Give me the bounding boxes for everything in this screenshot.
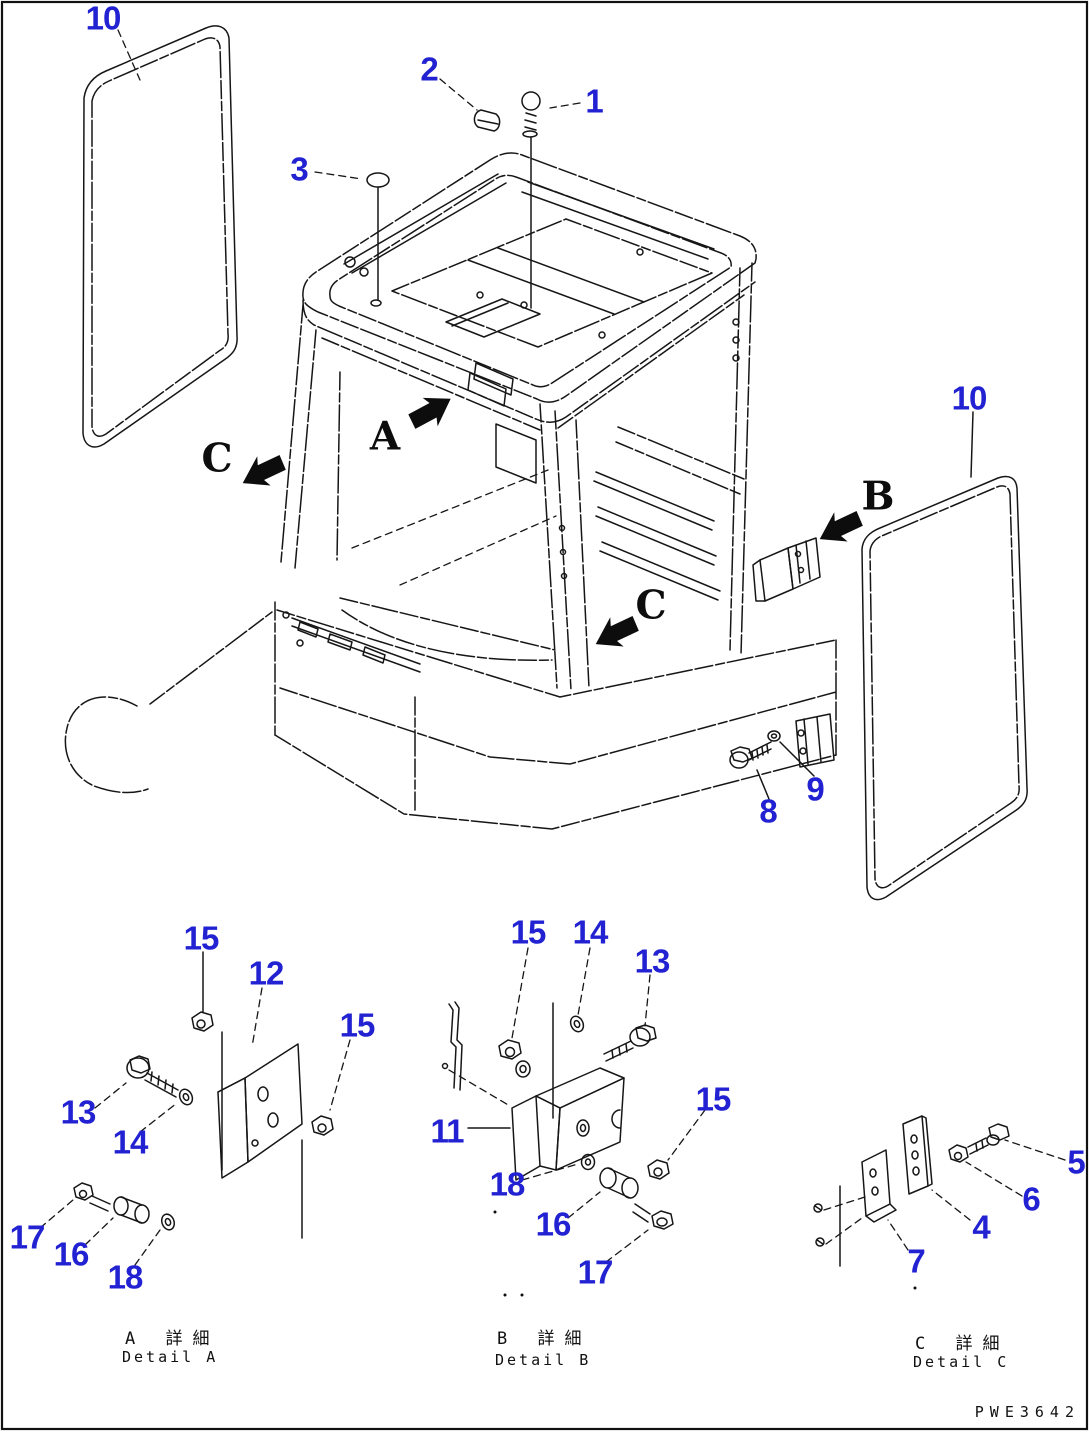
callout-a-15-top: 15 bbox=[183, 919, 220, 957]
callout-b-15-right: 15 bbox=[695, 1080, 732, 1118]
callout-a-14: 14 bbox=[112, 1123, 149, 1161]
callout-b-13: 13 bbox=[634, 942, 671, 980]
callout-c-7: 7 bbox=[907, 1242, 925, 1280]
callout-a-15-right: 15 bbox=[339, 1006, 376, 1044]
door-hinge bbox=[752, 537, 821, 602]
callout-b-11: 11 bbox=[430, 1112, 465, 1150]
view-direction-arrows bbox=[242, 397, 863, 647]
callout-a-13: 13 bbox=[60, 1093, 97, 1131]
callout-c-5: 5 bbox=[1067, 1143, 1085, 1181]
detail-a-drawing bbox=[39, 951, 351, 1266]
callout-b-15-top: 15 bbox=[510, 913, 547, 951]
roof-fasteners bbox=[366, 91, 541, 309]
latch-and-fasteners bbox=[729, 713, 835, 800]
cab-base-skirt bbox=[64, 601, 837, 830]
main-leader-lines bbox=[117, 29, 974, 478]
cab-body bbox=[280, 262, 753, 691]
drawing-number: PWE3642 bbox=[974, 1403, 1080, 1421]
callout-a-16: 16 bbox=[53, 1235, 90, 1273]
detail-c-caption-en: Detail C bbox=[913, 1353, 1010, 1371]
detail-b-caption-jp: B 詳細 bbox=[497, 1329, 592, 1349]
detail-a-caption-jp: A 詳細 bbox=[125, 1329, 220, 1349]
callout-main-10-left: 10 bbox=[85, 0, 122, 37]
callout-a-12: 12 bbox=[248, 954, 285, 992]
view-letter-a: A bbox=[369, 413, 401, 460]
left-window-glass bbox=[82, 25, 238, 448]
callout-b-17: 17 bbox=[577, 1253, 614, 1291]
detail-b-caption-en: Detail B bbox=[495, 1351, 592, 1369]
callout-a-18: 18 bbox=[107, 1258, 144, 1296]
detail-a-caption-en: Detail A bbox=[122, 1348, 219, 1366]
detail-c-drawing bbox=[813, 1115, 1066, 1290]
view-letter-b: B bbox=[861, 473, 895, 520]
callout-main-8: 8 bbox=[759, 792, 777, 830]
callout-c-4: 4 bbox=[972, 1208, 990, 1246]
cab-roof-frame bbox=[302, 152, 757, 431]
callout-main-9: 9 bbox=[806, 770, 824, 808]
callout-main-2: 2 bbox=[420, 50, 438, 88]
callout-main-10-right: 10 bbox=[951, 379, 988, 417]
callout-b-16: 16 bbox=[535, 1205, 572, 1243]
callout-main-1: 1 bbox=[585, 82, 603, 120]
right-window-glass bbox=[861, 475, 1028, 901]
view-letter-c-front: C bbox=[201, 435, 233, 482]
detail-c-caption-jp: C 詳細 bbox=[915, 1334, 1010, 1354]
callout-b-18: 18 bbox=[489, 1165, 526, 1203]
callout-main-3: 3 bbox=[290, 150, 308, 188]
detail-b-drawing bbox=[441, 947, 706, 1297]
view-letter-c-side: C bbox=[635, 582, 667, 629]
callout-b-14: 14 bbox=[572, 913, 609, 951]
callout-a-17: 17 bbox=[9, 1218, 46, 1256]
callout-c-6: 6 bbox=[1022, 1180, 1040, 1218]
